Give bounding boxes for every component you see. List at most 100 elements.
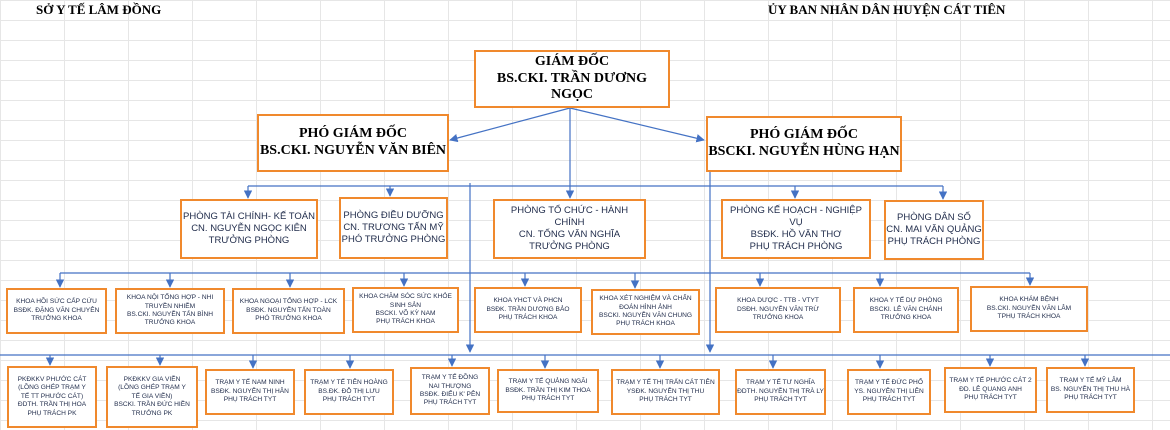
arrow-director-deputy-left bbox=[449, 107, 571, 143]
clinical-box: KHOA KHÁM BỆNH BS.CKI. NGUYỄN VĂN LÂM TP… bbox=[970, 286, 1088, 332]
station-person: ĐD. LÊ QUANG ANH bbox=[959, 385, 1022, 393]
station-role: PHỤ TRÁCH TYT bbox=[754, 396, 807, 404]
station-box: TRẠM Y TẾ TƯ NGHĨA ĐDTH. NGUYỄN THỊ TRÀ … bbox=[735, 369, 826, 415]
station-role: TRƯỞNG PK bbox=[131, 409, 173, 417]
station-person: ĐDTH. TRẦN THỊ HOA bbox=[17, 401, 87, 409]
station-role: PHỤ TRÁCH PK bbox=[27, 409, 77, 417]
station-role: PHỤ TRÁCH TYT bbox=[223, 396, 277, 404]
station-name-cont: NAI THƯỢNG bbox=[428, 382, 472, 390]
clinical-person: BSĐK. ĐẶNG VĂN CHUYÊN bbox=[13, 306, 100, 314]
station-name: TRẠM Y TẾ TƯ NGHĨA bbox=[746, 379, 815, 387]
department-person: CN. MAI VĂN QUẢNG bbox=[886, 224, 982, 236]
clinical-role: TRƯỞNG KHOA bbox=[31, 315, 82, 323]
clinical-name-cont: ĐOÁN HÌNH ẢNH bbox=[619, 303, 672, 311]
clinical-name-cont: SINH SẢN bbox=[389, 301, 422, 309]
clinical-name: KHOA KHÁM BỆNH bbox=[999, 296, 1059, 304]
clinical-name: KHOA NGOẠI TỔNG HỢP - LCK bbox=[239, 298, 338, 306]
department-role: TRƯỞNG PHÒNG bbox=[208, 234, 290, 246]
deputy-title: PHÓ GIÁM ĐỐC bbox=[749, 127, 859, 143]
department-name: PHÒNG ĐIỀU DƯỠNG bbox=[343, 210, 444, 222]
station-person: BSĐK. NGUYỄN THỊ HÂN bbox=[211, 387, 289, 395]
clinical-box: KHOA NGOẠI TỔNG HỢP - LCK BSĐK. NGUYỄN T… bbox=[232, 288, 345, 334]
clinical-role: TRƯỞNG KHOA bbox=[144, 319, 196, 327]
department-name: PHÒNG KẾ HOẠCH - NGHIỆP VỤ bbox=[730, 205, 862, 229]
station-box: TRẠM Y TẾ MỸ LÂM BS. NGUYỄN THỊ THU HÀ P… bbox=[1046, 367, 1135, 413]
station-box: TRẠM Y TẾ PHƯỚC CÁT 2 ĐD. LÊ QUANG ANH P… bbox=[944, 367, 1037, 413]
department-box: PHÒNG TỔ CHỨC - HÀNH CHÍNH CN. TỐNG VĂN … bbox=[493, 199, 646, 259]
station-name: TRẠM Y TẾ MỸ LÂM bbox=[1059, 377, 1122, 385]
station-person: BSCKI. TRẦN ĐỨC HIỀN bbox=[114, 401, 190, 409]
station-name: PKĐKKV PHƯỚC CÁT bbox=[17, 375, 87, 383]
clinical-person: BSCKI. VÕ KỲ NAM bbox=[375, 310, 436, 317]
station-person: BSĐK. TRẦN THỊ KIM THOA bbox=[505, 386, 591, 394]
deputy-name: BSCKI. NGUYỄN HÙNG HẠN bbox=[708, 144, 900, 159]
station-person: BS. NGUYỄN THỊ THU HÀ bbox=[1050, 385, 1131, 393]
deputy-title: PHÓ GIÁM ĐỐC bbox=[298, 126, 408, 142]
clinical-name: KHOA CHĂM SÓC SỨC KHỎE bbox=[359, 293, 452, 301]
clinical-box: KHOA Y TẾ DỰ PHÒNG BSCKI. LÊ VĂN CHÁNH T… bbox=[853, 287, 959, 333]
clinical-person: BSĐK. NGUYỄN TẤN TOÀN bbox=[246, 306, 331, 314]
clinical-person: BSCKI. LÊ VĂN CHÁNH bbox=[869, 305, 943, 313]
clinical-name-cont: TRUYỀN NHIỄM bbox=[144, 302, 196, 310]
department-role: PHỤ TRÁCH PHÒNG bbox=[749, 240, 843, 252]
department-name: PHÒNG TÀI CHÍNH- KẾ TOÁN bbox=[183, 211, 315, 223]
clinical-person: DSĐH. NGUYỄN VĂN TRỪ bbox=[736, 305, 820, 313]
header-right: ỦY BAN NHÂN DÂN HUYỆN CÁT TIÊN bbox=[768, 2, 1006, 17]
station-person: BS.ĐK. ĐỖ THỊ LƯU bbox=[318, 387, 380, 395]
station-person: ĐDTH. NGUYỄN THỊ TRÀ LY bbox=[737, 387, 824, 395]
station-box: TRẠM Y TẾ TIÊN HOÀNG BS.ĐK. ĐỖ THỊ LƯU P… bbox=[304, 369, 394, 415]
department-name: PHÒNG TỔ CHỨC - HÀNH CHÍNH bbox=[510, 205, 629, 229]
clinical-person: BS.CKI. NGUYỄN TẤN BÌNH bbox=[127, 311, 213, 318]
director-name: BS.CKI. TRẦN DƯƠNG NGỌC bbox=[496, 70, 648, 103]
station-note: (LỒNG GHÉP TRẠM Y bbox=[18, 384, 86, 392]
station-person: BSĐK. ĐIỂU K' PÊN bbox=[419, 391, 481, 398]
station-note: (LỒNG GHÉP TRẠM Y bbox=[118, 384, 186, 392]
station-box: TRẠM Y TẾ QUẢNG NGÃI BSĐK. TRẦN THỊ KIM … bbox=[497, 369, 599, 413]
station-name: TRẠM Y TẾ ĐỒNG bbox=[421, 374, 479, 382]
station-box: TRẠM Y TẾ ĐỒNG NAI THƯỢNG BSĐK. ĐIỂU K' … bbox=[410, 367, 490, 415]
clinical-role: PHÓ TRƯỞNG KHOA bbox=[255, 315, 322, 323]
clinical-role: TPHỤ TRÁCH KHOA bbox=[997, 313, 1061, 321]
department-person: CN. NGUYỄN NGỌC KIÊN bbox=[191, 223, 307, 235]
station-role: PHỤ TRÁCH TYT bbox=[964, 394, 1017, 402]
station-person: YS. NGUYỄN THỊ LIÊN bbox=[854, 387, 924, 395]
clinical-person: BSCKI. NGUYỄN VĂN CHUNG bbox=[598, 312, 693, 319]
deputy-box-left: PHÓ GIÁM ĐỐC BS.CKI. NGUYỄN VĂN BIÊN bbox=[257, 114, 449, 172]
department-person: CN. TRƯƠNG TẤN MỸ bbox=[343, 222, 444, 234]
clinical-person: BS.CKI. NGUYỄN VĂN LÂM bbox=[986, 304, 1072, 312]
station-role: PHỤ TRÁCH TYT bbox=[862, 396, 916, 404]
clinical-name: KHOA HỒI SỨC CẤP CỨU bbox=[16, 298, 97, 306]
station-name: TRẠM Y TẾ TIÊN HOÀNG bbox=[310, 379, 388, 387]
department-person: BSĐK. HỒ VĂN THƠ bbox=[750, 229, 842, 240]
arrow-director-deputy-right bbox=[569, 107, 705, 143]
clinical-role: PHỤ TRÁCH KHOA bbox=[616, 320, 675, 328]
department-role: PHỤ TRÁCH PHÒNG bbox=[887, 235, 981, 247]
clinical-box: KHOA NỘI TỔNG HỢP - NHI TRUYỀN NHIỄM BS.… bbox=[115, 288, 225, 334]
clinical-box: KHOA CHĂM SÓC SỨC KHỎE SINH SẢN BSCKI. V… bbox=[352, 287, 459, 333]
director-title: GIÁM ĐỐC bbox=[534, 53, 610, 69]
station-name: TRẠM Y TẾ NAM NINH bbox=[215, 379, 285, 387]
department-box: PHÒNG TÀI CHÍNH- KẾ TOÁN CN. NGUYỄN NGỌC… bbox=[180, 199, 318, 259]
clinical-person: BSĐK. TRẦN DƯƠNG BẢO bbox=[486, 305, 570, 313]
clinical-name: KHOA Y TẾ DỰ PHÒNG bbox=[869, 297, 943, 305]
clinical-name: KHOA XÉT NGHIỆM VÀ CHẨN bbox=[599, 295, 692, 303]
station-role: PHỤ TRÁCH TYT bbox=[423, 399, 477, 407]
deputy-box-right: PHÓ GIÁM ĐỐC BSCKI. NGUYỄN HÙNG HẠN bbox=[706, 116, 902, 172]
department-box: PHÒNG DÂN SỐ CN. MAI VĂN QUẢNG PHỤ TRÁCH… bbox=[884, 200, 984, 260]
department-box: PHÒNG KẾ HOẠCH - NGHIỆP VỤ BSĐK. HỒ VĂN … bbox=[721, 199, 871, 259]
clinical-box: KHOA HỒI SỨC CẤP CỨU BSĐK. ĐẶNG VĂN CHUY… bbox=[6, 288, 107, 334]
department-role: PHÓ TRƯỞNG PHÒNG bbox=[341, 233, 446, 245]
station-name: TRẠM Y TẾ ĐỨC PHỔ bbox=[855, 379, 923, 387]
department-role: TRƯỞNG PHÒNG bbox=[529, 240, 610, 252]
station-name: TRẠM Y TẾ THỊ TRẤN CÁT TIÊN bbox=[616, 379, 715, 387]
clinical-role: PHỤ TRÁCH KHOA bbox=[376, 318, 435, 326]
station-box: PKĐKKV PHƯỚC CÁT (LỒNG GHÉP TRẠM Y TẾ TT… bbox=[7, 366, 97, 428]
station-box: PKĐKKV GIA VIỄN (LỒNG GHÉP TRẠM Y TẾ GIA… bbox=[106, 366, 198, 428]
station-note-cont: TẾ GIA VIỄN) bbox=[131, 392, 173, 400]
station-name: TRẠM Y TẾ PHƯỚC CÁT 2 bbox=[949, 377, 1032, 385]
clinical-name: KHOA DƯỢC - TTB - VTYT bbox=[737, 297, 819, 305]
station-role: PHỤ TRÁCH TYT bbox=[1064, 394, 1117, 402]
station-role: PHỤ TRÁCH TYT bbox=[521, 395, 575, 403]
deputy-name: BS.CKI. NGUYỄN VĂN BIÊN bbox=[259, 143, 447, 158]
